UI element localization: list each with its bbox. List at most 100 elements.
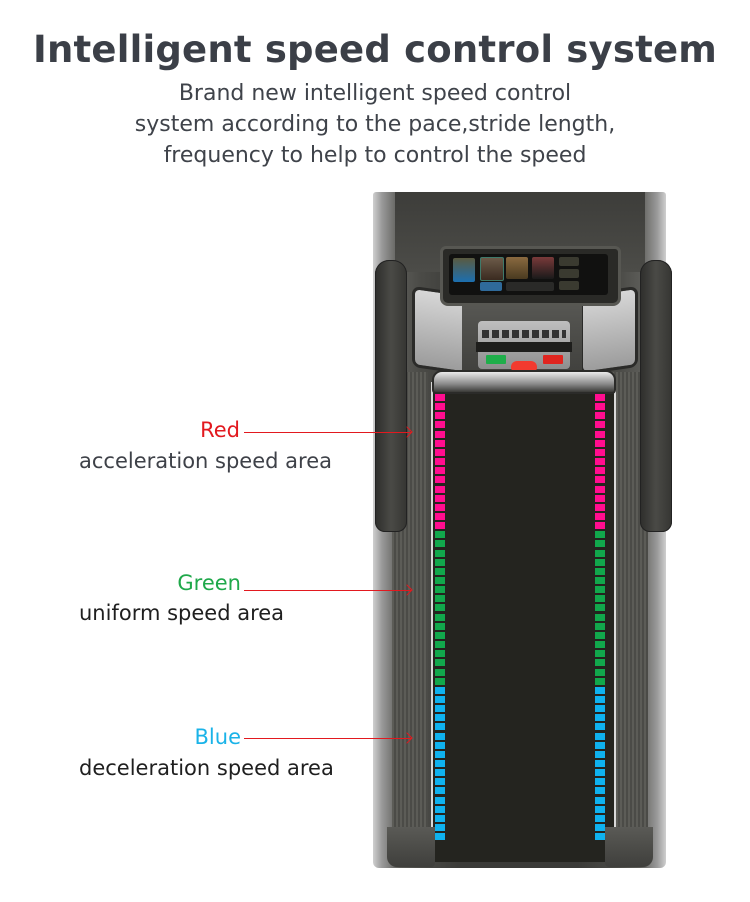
console-key-row — [482, 330, 566, 338]
rear-foot-right — [605, 827, 653, 867]
led-segment-blue — [435, 705, 445, 712]
screen-tile-apps-2 — [559, 269, 579, 278]
console-screen — [440, 246, 621, 306]
led-segment-green — [595, 632, 605, 639]
zone-color-label-green: Green — [177, 571, 241, 595]
led-segment-green — [435, 586, 445, 593]
led-segment-red — [595, 467, 605, 474]
led-segment-red — [435, 421, 445, 428]
led-segment-green — [595, 614, 605, 621]
led-segment-green — [435, 531, 445, 538]
emergency-stop-key-icon — [511, 361, 537, 371]
led-segment-red — [435, 403, 445, 410]
led-segment-red — [595, 403, 605, 410]
led-segment-blue — [595, 797, 605, 804]
led-segment-blue — [595, 742, 605, 749]
led-segment-green — [435, 559, 445, 566]
zone-description-deceleration: deceleration speed area — [79, 756, 334, 780]
led-segment-blue — [435, 733, 445, 740]
led-segment-green — [595, 577, 605, 584]
led-segment-blue — [595, 833, 605, 840]
screen-tile-apps-3 — [559, 281, 579, 290]
led-segment-green — [595, 568, 605, 575]
start-key-icon — [486, 355, 506, 364]
front-handlebar — [432, 370, 616, 394]
led-segment-red — [435, 467, 445, 474]
led-segment-blue — [435, 778, 445, 785]
led-segment-red — [435, 476, 445, 483]
zone-color-label-red: Red — [200, 418, 240, 442]
led-segment-red — [595, 522, 605, 529]
led-segment-green — [435, 577, 445, 584]
subtitle-line: Brand new intelligent speed control — [178, 81, 572, 106]
led-segment-red — [435, 394, 445, 401]
led-segment-red — [435, 458, 445, 465]
subtitle: Brand new intelligent speed control syst… — [0, 78, 750, 171]
led-segment-green — [595, 595, 605, 602]
led-segment-red — [595, 495, 605, 502]
arrow-red — [244, 432, 411, 433]
led-segment-red — [435, 513, 445, 520]
led-segment-green — [435, 604, 445, 611]
led-segment-blue — [595, 687, 605, 694]
led-segment-blue — [595, 778, 605, 785]
page-title: Intelligent speed control system — [33, 28, 717, 71]
led-segment-blue — [435, 742, 445, 749]
led-segment-blue — [435, 723, 445, 730]
led-segment-red — [435, 440, 445, 447]
led-segment-blue — [595, 723, 605, 730]
led-segment-red — [595, 504, 605, 511]
led-segment-red — [595, 440, 605, 447]
led-segment-red — [595, 486, 605, 493]
led-segment-blue — [435, 815, 445, 822]
led-segment-blue — [435, 787, 445, 794]
led-segment-blue — [595, 769, 605, 776]
led-segment-blue — [435, 769, 445, 776]
led-segment-blue — [595, 806, 605, 813]
led-segment-blue — [435, 797, 445, 804]
led-segment-green — [435, 659, 445, 666]
console-strip — [476, 342, 572, 352]
screen-tile-player — [506, 282, 554, 291]
screen-tile-apps-1 — [559, 257, 579, 266]
led-segment-green — [595, 586, 605, 593]
led-segment-green — [435, 641, 445, 648]
led-segment-green — [595, 669, 605, 676]
led-segment-green — [595, 641, 605, 648]
led-segment-blue — [595, 760, 605, 767]
handrail-right — [640, 260, 672, 532]
screen-tile-video — [480, 257, 504, 281]
led-segment-green — [595, 623, 605, 630]
led-segment-red — [595, 431, 605, 438]
led-segment-red — [435, 431, 445, 438]
led-segment-green — [435, 650, 445, 657]
led-segment-green — [435, 540, 445, 547]
led-segment-blue — [435, 751, 445, 758]
led-segment-green — [595, 659, 605, 666]
led-segment-blue — [435, 696, 445, 703]
subtitle-line: system according to the pace,stride leng… — [134, 112, 616, 137]
led-segment-blue — [435, 824, 445, 831]
led-segment-green — [435, 595, 445, 602]
led-segment-green — [595, 604, 605, 611]
led-segment-blue — [435, 714, 445, 721]
led-segment-green — [595, 550, 605, 557]
stop-key-icon — [543, 355, 563, 364]
led-segment-green — [435, 669, 445, 676]
led-segment-red — [595, 412, 605, 419]
led-segment-blue — [435, 833, 445, 840]
zone-color-label-blue: Blue — [194, 725, 241, 749]
led-segment-blue — [435, 760, 445, 767]
screen-tile-music — [532, 257, 554, 279]
led-segment-green — [595, 540, 605, 547]
led-segment-red — [595, 476, 605, 483]
led-segment-red — [595, 394, 605, 401]
led-segment-blue — [595, 787, 605, 794]
led-segment-blue — [595, 714, 605, 721]
led-segment-green — [435, 550, 445, 557]
screen-display — [449, 254, 608, 295]
rear-foot-left — [387, 827, 435, 867]
led-segment-green — [435, 568, 445, 575]
zone-description-uniform: uniform speed area — [79, 601, 285, 625]
